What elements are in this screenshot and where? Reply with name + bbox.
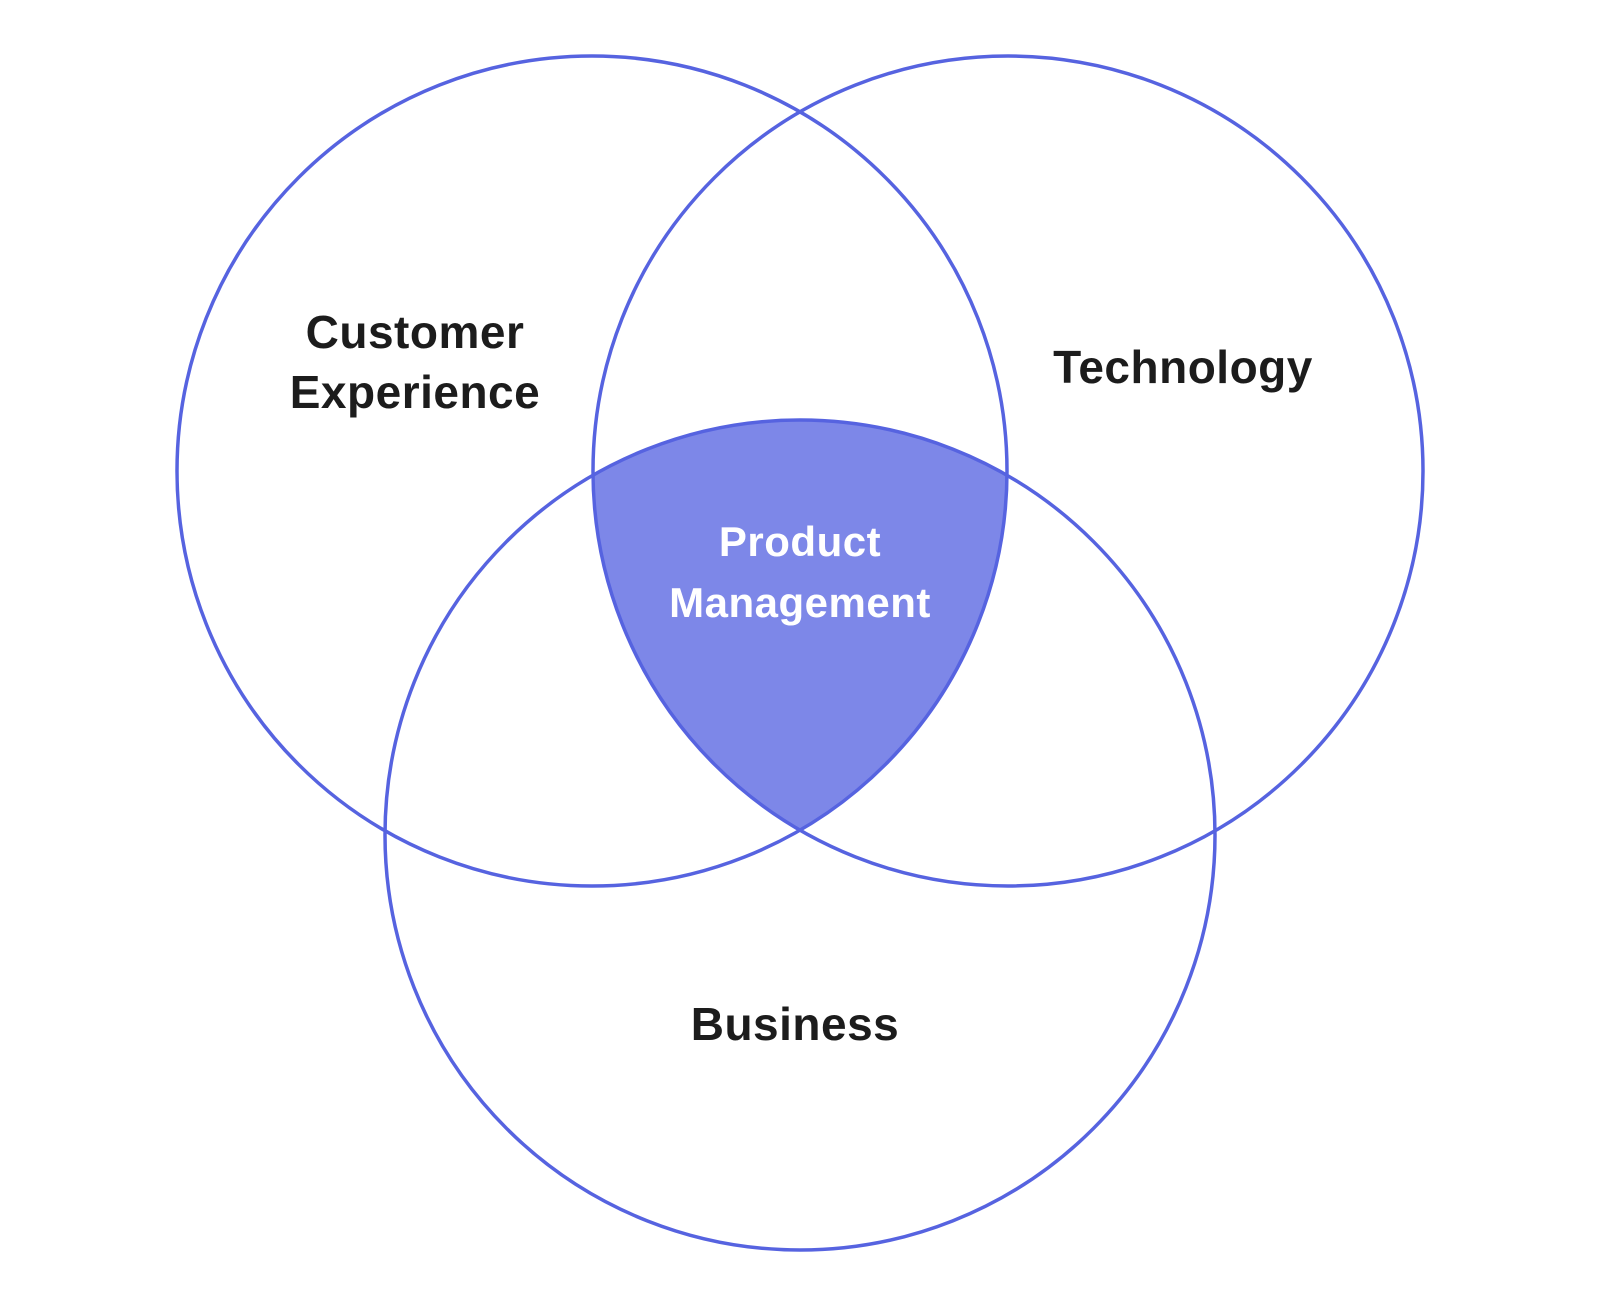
technology-circle [591, 54, 1425, 888]
customer-experience-circle [175, 54, 1009, 888]
technology-label: Technology [1053, 341, 1313, 393]
business-label: Business [690, 998, 900, 1050]
product-management-label: Product Management [669, 518, 931, 626]
customer-experience-label: Customer Experience [289, 306, 541, 418]
business-circle [383, 418, 1217, 1252]
intersection-region [593, 419, 1007, 831]
